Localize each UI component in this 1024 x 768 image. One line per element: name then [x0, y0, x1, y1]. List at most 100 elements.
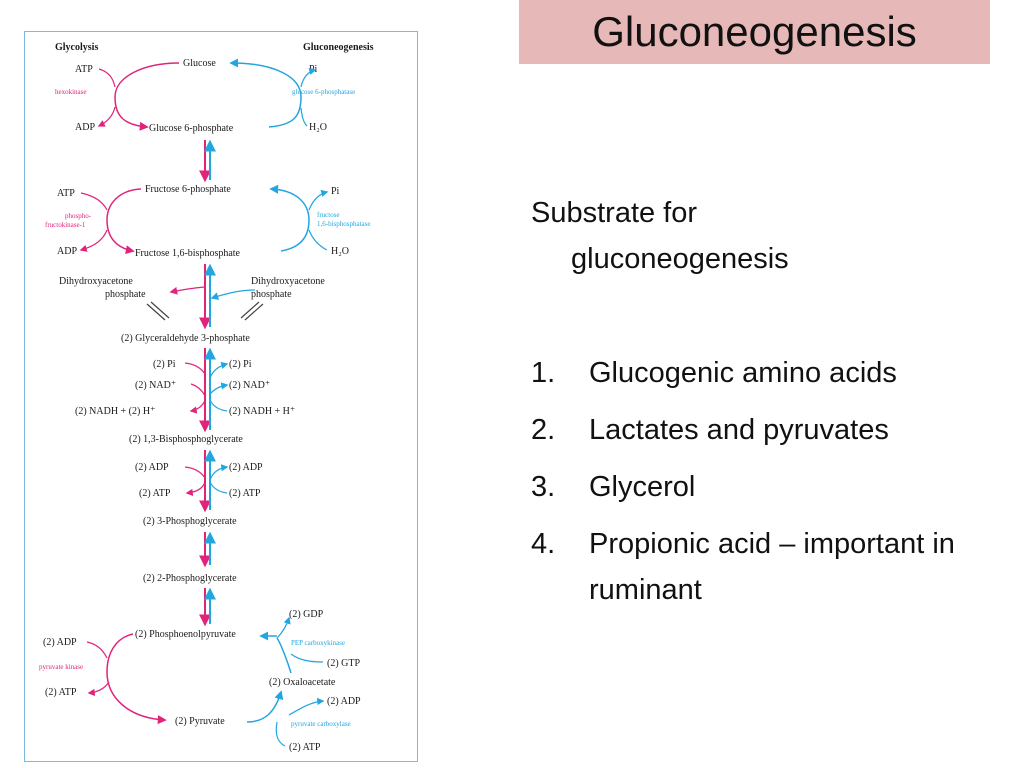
subtitle-line-1: Substrate for	[531, 197, 698, 229]
atp-in-pc	[275, 721, 286, 747]
h2o-label: H₂O	[331, 246, 349, 257]
atp-left-label: (2) ATP	[139, 488, 171, 499]
h2o-in-arrow	[308, 229, 328, 251]
glycolysis-header: Glycolysis	[55, 42, 98, 53]
pathway-diagram: Glycolysis Gluconeogenesis Glucose ATP h…	[24, 31, 418, 762]
adp-label: ADP	[57, 246, 77, 257]
pfk-label: phospho-	[65, 212, 92, 220]
hexokinase-arrow	[114, 62, 180, 131]
equilibrium-right	[240, 301, 264, 321]
adp-out-arrow	[97, 106, 116, 127]
g6pase-label: glucose 6-phosphatase	[292, 88, 355, 96]
list-text: Lactates and pyruvates	[589, 414, 889, 446]
atp-in-arrow	[98, 68, 116, 88]
glucose-label: Glucose	[183, 58, 216, 69]
list-text: Glycerol	[589, 471, 696, 503]
fbpase-label: 1,6-bisphosphatase	[317, 220, 370, 228]
pepck-label: PEP carboxykinase	[291, 639, 345, 647]
pg2-label: (2) 2-Phosphoglycerate	[143, 573, 237, 584]
gdp-out-arrow	[276, 616, 291, 639]
atp-in-right	[209, 481, 228, 494]
nad-out-right	[209, 382, 229, 395]
bpg-label: (2) 1,3-Bisphosphoglycerate	[129, 434, 243, 445]
pi-out-right	[209, 361, 229, 379]
atp-pc-label: (2) ATP	[289, 742, 321, 753]
nadh-left-label: (2) NADH + (2) H⁺	[75, 406, 155, 417]
f16bp-label: Fructose 1,6-bisphosphate	[135, 248, 241, 259]
atp-out-left	[185, 481, 206, 497]
subtitle-line-2: gluconeogenesis	[571, 243, 789, 275]
adp-out-pc	[288, 697, 325, 716]
adp-out-arrow	[79, 229, 108, 252]
dhap-left-arrow	[169, 286, 206, 295]
gtp-in-arrow	[290, 653, 324, 663]
list-text: Propionic acid – important in ruminant	[589, 528, 955, 606]
substrate-list: 1. Glucogenic amino acids 2. Lactates an…	[531, 350, 1001, 624]
atp-label: ATP	[57, 188, 75, 199]
nad-right-label: (2) NAD⁺	[229, 380, 270, 391]
pi-out-arrow	[300, 67, 317, 88]
adp-pk-label: (2) ADP	[43, 637, 77, 648]
list-text: Glucogenic amino acids	[589, 357, 897, 389]
adp-left-label: (2) ADP	[135, 462, 169, 473]
pi-label: Pi	[309, 64, 318, 75]
adp-in-pk	[86, 641, 108, 659]
list-number: 1.	[531, 357, 556, 389]
list-item: 3. Glycerol	[531, 464, 1001, 510]
fbpase-arrow	[269, 184, 310, 252]
atp-in-arrow	[80, 192, 108, 211]
list-item: 1. Glucogenic amino acids	[531, 350, 1001, 396]
atp-label: ATP	[75, 64, 93, 75]
glucose6p-label: Glucose 6-phosphate	[149, 123, 234, 134]
fbpase-label: fructose	[317, 211, 340, 219]
gluconeogenesis-header: Gluconeogenesis	[303, 42, 374, 53]
pk-label: pyruvate kinase	[39, 663, 83, 671]
pi-right-label: (2) Pi	[229, 359, 252, 370]
pi-out-arrow	[308, 189, 329, 211]
subtitle: Substrate for gluconeogenesis	[531, 190, 971, 282]
pyruvate-label: (2) Pyruvate	[175, 716, 225, 727]
nad-in-left	[190, 383, 206, 397]
nadh-in-right	[209, 399, 228, 412]
g6pase-arrow	[229, 58, 302, 128]
pi-label: Pi	[331, 186, 340, 197]
hexokinase-label: hexokinase	[55, 88, 87, 96]
oaa-label: (2) Oxaloacetate	[269, 677, 336, 688]
dhap-right-arrow	[210, 289, 256, 300]
atp-right-label: (2) ATP	[229, 488, 261, 499]
gtp-label: (2) GTP	[327, 658, 360, 669]
adp-out-right	[209, 464, 229, 481]
list-item: 4. Propionic acid – important in ruminan…	[531, 521, 1001, 613]
adp-right-label: (2) ADP	[229, 462, 263, 473]
pg3-label: (2) 3-Phosphoglycerate	[143, 516, 237, 527]
dhap-left-label: Dihydroxyacetone	[59, 276, 133, 287]
list-number: 4.	[531, 528, 556, 560]
g3p-label: (2) Glyceraldehyde 3-phosphate	[121, 333, 250, 344]
adp-label: ADP	[75, 122, 95, 133]
nad-left-label: (2) NAD⁺	[135, 380, 176, 391]
adp-in-left	[184, 466, 206, 479]
pathway-diagram-svg: Glycolysis Gluconeogenesis Glucose ATP h…	[39, 42, 374, 753]
pi-left-label: (2) Pi	[153, 359, 176, 370]
pi-in-left	[184, 362, 206, 375]
dhap-right-label: phosphate	[251, 289, 292, 300]
pfk-label: fructokinase-1	[45, 221, 86, 229]
dhap-right-label: Dihydroxyacetone	[251, 276, 325, 287]
adp-pc-label: (2) ADP	[327, 696, 361, 707]
gdp-label: (2) GDP	[289, 609, 324, 620]
atp-out-pk	[87, 681, 110, 697]
atp-pk-label: (2) ATP	[45, 687, 77, 698]
pyruvate-carboxylase-arrow	[246, 690, 284, 723]
pepck-arrow	[276, 637, 292, 674]
f6p-label: Fructose 6-phosphate	[145, 184, 231, 195]
nadh-out-left	[189, 399, 206, 414]
h2o-label: H₂O	[309, 122, 327, 133]
pc-label: pyruvate carboxylase	[291, 720, 351, 728]
dhap-left-label: phosphate	[105, 289, 146, 300]
pep-label: (2) Phosphoenolpyruvate	[135, 629, 236, 640]
equilibrium-left	[146, 301, 170, 321]
title-box: Gluconeogenesis	[519, 0, 990, 64]
h2o-in-arrow	[300, 107, 308, 127]
slide-title: Gluconeogenesis	[592, 8, 917, 55]
list-number: 2.	[531, 414, 556, 446]
